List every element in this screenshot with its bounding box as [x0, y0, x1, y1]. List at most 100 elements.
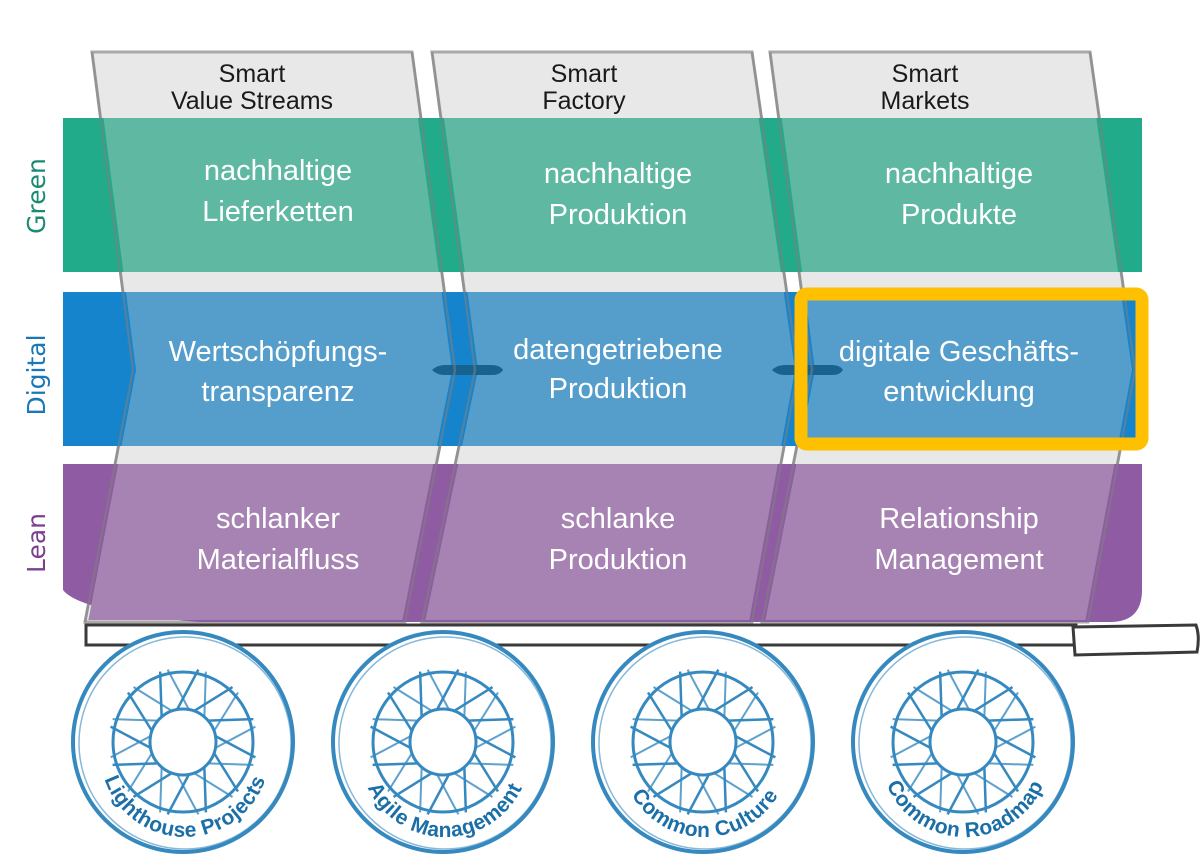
column-subtitle-factory: Factory — [542, 87, 626, 115]
wheel-spoke — [724, 762, 774, 766]
wheel-spoke — [112, 718, 162, 722]
wheel-spoke — [630, 725, 675, 751]
wheel-tire-inner — [858, 636, 1072, 850]
wheel-spoke — [462, 763, 468, 813]
car-edge — [403, 51, 457, 623]
wheel-spoke — [710, 770, 754, 798]
wheel-spoke — [174, 669, 200, 714]
column-subtitle-markets: Markets — [881, 87, 970, 115]
wheel-spoke — [166, 770, 192, 815]
cell-overlay-lean-2 — [765, 464, 1115, 620]
wheel-spoke — [127, 749, 155, 793]
wheel-common-roadmap: Common Roadmap — [851, 630, 1075, 854]
connector-1-2 — [432, 365, 503, 375]
cell-green-markets-line2: Produkte — [901, 199, 1017, 231]
wheel-spoke — [694, 669, 720, 714]
wheel-spoke — [686, 669, 712, 714]
wheel-spoke — [939, 763, 943, 813]
wheel-spoke — [991, 733, 1036, 759]
wheel-spoke — [954, 669, 980, 714]
wheel-spoke — [970, 770, 1014, 798]
cell-digital-factory-line1: datengetriebene — [513, 334, 723, 366]
car-edge — [420, 51, 477, 623]
highlight-frame-digitale-geschaeftsentwicklung[interactable] — [794, 287, 1149, 451]
wheel-rim — [631, 670, 775, 814]
wheel-spoke — [392, 769, 436, 799]
chassis — [84, 623, 1200, 657]
wheel-spoke — [890, 725, 935, 751]
wheel-spoke — [204, 717, 254, 723]
wheel-spoke — [938, 671, 944, 721]
wheel-spoke — [464, 717, 514, 723]
wheel-spoke — [370, 733, 415, 759]
wheel-spoke — [211, 733, 256, 759]
wheel-spoke — [652, 769, 696, 799]
wheel-spoke — [647, 749, 675, 793]
wheel-spoke — [984, 717, 1034, 723]
wheel-common-culture: Common Culture — [591, 630, 815, 854]
column-title-factory: Smart — [551, 60, 618, 88]
wheel-tire-inner — [598, 636, 812, 850]
wheel-spoke — [954, 770, 980, 815]
wheel-spoke — [686, 770, 712, 815]
wheel-spoke — [892, 761, 942, 767]
wheel-spoke — [450, 685, 494, 715]
wheel-rim — [891, 670, 1035, 814]
wheel-rim — [111, 670, 255, 814]
wheel-spoke — [731, 691, 759, 735]
cell-lean-factory-line1: schlanke — [561, 503, 675, 535]
cell-digital-value-streams-line2: transparenz — [201, 376, 354, 408]
wheel-hub — [408, 707, 478, 777]
wheel-spoke — [907, 749, 935, 793]
wheel-spoke — [418, 671, 424, 721]
wheel-lighthouse-projects: Lighthouse Projects — [71, 630, 295, 854]
wheel-spoke — [211, 725, 256, 751]
wheel-spoke — [434, 770, 460, 815]
cell-texts: nachhaltige Lieferketten nachhaltige Pro… — [169, 155, 1079, 576]
wheel-spoke — [370, 725, 415, 751]
cell-overlay-green-0 — [103, 118, 439, 272]
wheel-tire-inner — [338, 636, 552, 850]
row-label-green: Green — [22, 158, 51, 234]
wheel-hub — [668, 707, 738, 777]
wheel-spoke — [110, 725, 155, 751]
column-titles: Smart Value Streams Smart Factory Smart … — [171, 60, 970, 115]
wheel-spoke — [426, 669, 452, 714]
cell-lean-value-streams-line1: schlanker — [216, 503, 340, 535]
wheel-spoke — [731, 733, 776, 759]
wheel-spoke — [210, 749, 240, 793]
car-edge — [83, 51, 135, 623]
wheel-spoke — [990, 749, 1020, 793]
wheel-spoke — [710, 685, 754, 715]
wheel-spoke — [632, 761, 682, 767]
wheel-spoke — [678, 671, 684, 721]
wheel-spoke — [372, 761, 422, 767]
cell-overlay-digital-1 — [462, 292, 795, 446]
wheel-tire-inner — [78, 636, 292, 850]
wheel-spoke — [694, 770, 720, 815]
wheel-spoke — [419, 763, 423, 813]
wheel-spoke — [426, 770, 452, 815]
wheel-spoke — [970, 685, 1014, 715]
cell-green-factory-line2: Produktion — [549, 199, 688, 231]
wheel-spoke — [392, 686, 436, 714]
cell-overlays — [88, 118, 1132, 620]
cell-overlay-digital-2 — [799, 292, 1132, 446]
wheel-spoke — [470, 749, 500, 793]
cell-lean-value-streams-line2: Materialfluss — [197, 544, 360, 576]
wheel-spoke — [386, 691, 416, 735]
cell-green-value-streams-line1: nachhaltige — [204, 155, 352, 187]
wheel-spoke — [722, 763, 728, 813]
wheel-spoke — [983, 671, 987, 721]
cell-digital-markets-line1: digitale Geschäfts- — [839, 336, 1079, 368]
wheel-spoke — [679, 763, 683, 813]
wheel-spoke — [204, 762, 254, 766]
wheel-spoke — [159, 763, 163, 813]
wheel-spoke — [112, 761, 162, 767]
wheel-hub — [928, 707, 998, 777]
cell-overlay-lean-1 — [425, 464, 778, 620]
wheel-spoke — [166, 669, 192, 714]
cell-overlay-green-2 — [781, 118, 1119, 272]
bumper — [1071, 623, 1200, 657]
